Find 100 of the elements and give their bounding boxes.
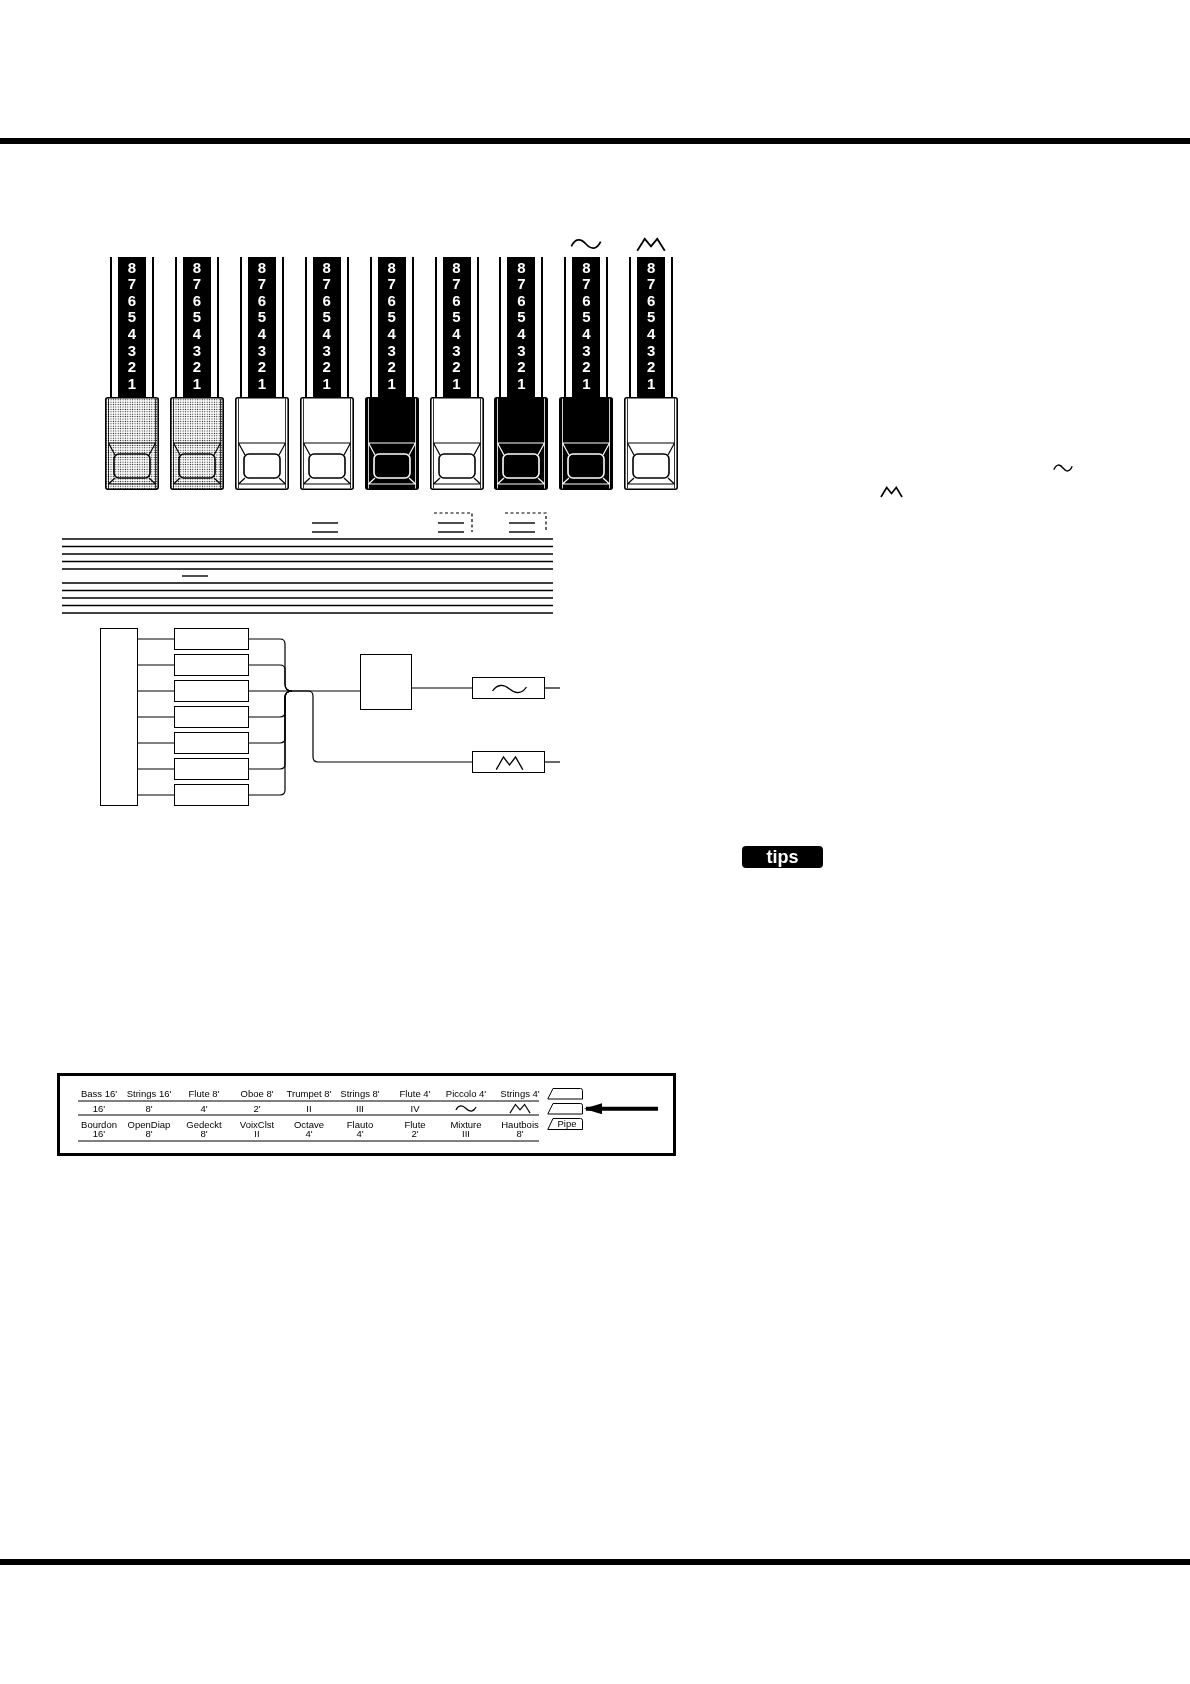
scale-number: 1 xyxy=(452,375,461,393)
scale-number: 8 xyxy=(452,259,461,277)
scale-number: 3 xyxy=(127,342,137,360)
scale-number: 6 xyxy=(647,292,656,310)
scale-number: 3 xyxy=(582,342,591,360)
scale-number: 4 xyxy=(517,326,526,343)
scale-number: 1 xyxy=(517,375,526,393)
connector-line xyxy=(544,687,561,689)
connector-line xyxy=(544,761,561,763)
scale-number: 5 xyxy=(647,309,656,327)
scale-number: 3 xyxy=(322,342,331,360)
stop-label: Strings 16' xyxy=(126,1089,172,1099)
scale-number: 2 xyxy=(257,359,266,376)
scale-number: 1 xyxy=(582,375,591,393)
scale-number: 7 xyxy=(517,276,526,293)
scale-number: 8 xyxy=(257,259,266,277)
stop-label: Octave 4' xyxy=(293,1119,325,1138)
process-box xyxy=(174,732,249,754)
scale-number: 1 xyxy=(322,375,331,393)
stop-label: Hautbois 8' xyxy=(501,1119,539,1138)
scale-number: 1 xyxy=(127,375,137,393)
scale-number: 5 xyxy=(127,309,137,327)
stop-label: Flute 8' xyxy=(188,1089,220,1099)
scale-number: 8 xyxy=(127,259,137,277)
scale-number: 4 xyxy=(647,326,656,343)
tab xyxy=(547,1103,583,1115)
stop-label: Bass 16' xyxy=(80,1089,118,1099)
scale-number: 3 xyxy=(647,342,656,360)
scale-number: 8 xyxy=(582,259,591,277)
scale-number: 2 xyxy=(322,359,331,376)
process-box xyxy=(472,677,545,699)
stop-label: Mixture III xyxy=(450,1119,482,1138)
scale-number: 2 xyxy=(647,359,656,376)
tab: Pipe xyxy=(547,1118,583,1130)
stop-label: Gedeckt 8' xyxy=(186,1119,222,1138)
scale-number: 3 xyxy=(257,342,266,360)
scale-number: 1 xyxy=(257,375,266,393)
process-box xyxy=(174,706,249,728)
connector-line xyxy=(137,794,175,796)
process-box xyxy=(100,628,138,806)
stop-label: Flute 4' xyxy=(399,1089,431,1099)
stop-label: 2' xyxy=(253,1103,261,1114)
scale-number: 5 xyxy=(517,309,526,327)
arrow xyxy=(584,1103,658,1115)
stop-label: 16' xyxy=(92,1103,106,1114)
stop-label: Bourdon 16' xyxy=(81,1119,117,1138)
scale-number: 2 xyxy=(127,359,137,376)
scale-number: 2 xyxy=(192,359,202,376)
scale-number: 8 xyxy=(517,259,526,277)
scale-number: 6 xyxy=(257,292,266,310)
scale-number: 6 xyxy=(192,292,202,310)
stop-label: IV xyxy=(410,1103,420,1114)
scale-number: 2 xyxy=(582,359,591,376)
scale-number: 3 xyxy=(452,342,461,360)
process-box xyxy=(472,751,545,773)
scale-number: 7 xyxy=(582,276,591,293)
stop-label: Oboe 8' xyxy=(240,1089,274,1099)
scale-number: 5 xyxy=(452,309,461,327)
connector-line xyxy=(137,768,175,770)
stop-label: Piccolo 4' xyxy=(445,1089,487,1099)
process-box xyxy=(360,654,412,710)
scale-number: 5 xyxy=(257,309,266,327)
scale-number: 6 xyxy=(452,292,461,310)
scale-number: 5 xyxy=(582,309,591,327)
connector-line xyxy=(137,690,175,692)
scale-number: 1 xyxy=(387,375,396,393)
scale-number: 6 xyxy=(387,292,396,310)
scale-number: 8 xyxy=(647,259,656,277)
scale-number: 2 xyxy=(452,359,461,376)
stop-label: 8' xyxy=(145,1103,153,1114)
stop-label: II xyxy=(306,1103,312,1114)
process-box xyxy=(174,758,249,780)
scale-number: 8 xyxy=(192,259,202,277)
tips-badge: tips xyxy=(742,846,823,868)
scale-number: 7 xyxy=(322,276,331,293)
stop-label: III xyxy=(356,1103,364,1114)
scale-number: 3 xyxy=(387,342,396,360)
connector-line xyxy=(291,690,473,763)
scale-number: 5 xyxy=(192,309,202,327)
scale-number: 7 xyxy=(127,276,137,293)
scale-number: 7 xyxy=(452,276,461,293)
stop-label: Strings 4' xyxy=(500,1089,540,1099)
scale-number: 7 xyxy=(647,276,656,293)
tab xyxy=(547,1088,583,1100)
connector-line xyxy=(248,690,293,796)
scale-number: 2 xyxy=(387,359,396,376)
scale-number: 7 xyxy=(387,276,396,293)
connector-line xyxy=(137,716,175,718)
scale-number: 4 xyxy=(127,326,137,343)
stop-label: 4' xyxy=(200,1103,208,1114)
scale-number: 6 xyxy=(322,292,331,310)
scale-number: 7 xyxy=(192,276,202,293)
connector-line xyxy=(411,687,473,689)
connector-line xyxy=(137,742,175,744)
connector-line xyxy=(137,638,175,640)
scale-number: 4 xyxy=(452,326,461,343)
scale-number: 3 xyxy=(192,342,202,360)
stop-label: Flauto 4' xyxy=(346,1119,374,1138)
scale-number: 5 xyxy=(387,309,396,327)
scale-number: 4 xyxy=(387,326,396,343)
